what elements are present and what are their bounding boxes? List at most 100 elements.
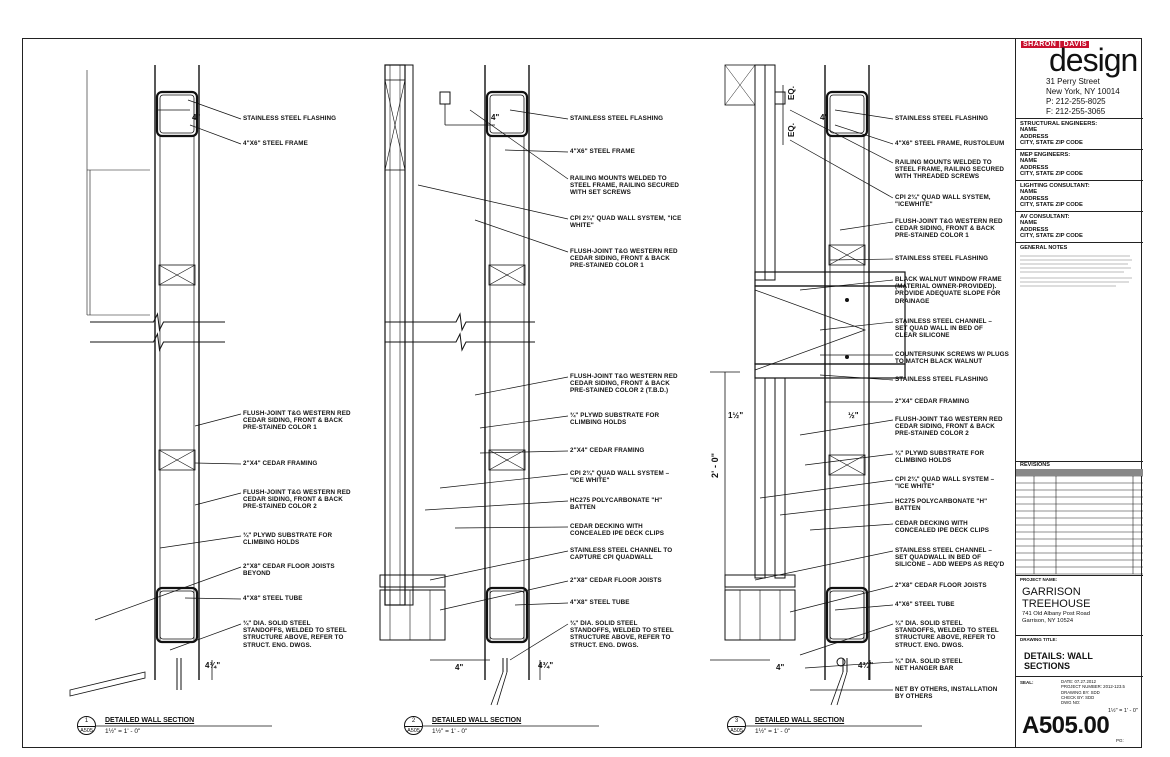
- standoff-rod-bent: [490, 671, 508, 706]
- dimension-label: 4": [455, 663, 464, 672]
- leader-line: [799, 623, 894, 656]
- annotation-note: FLUSH-JOINT T&G WESTERN RED CEDAR SIDING…: [570, 373, 678, 395]
- steel-tube-bottom: [155, 586, 199, 644]
- annotation-note: 2"x4" CEDAR FRAMING: [243, 460, 318, 467]
- blocking-cross: [488, 449, 526, 471]
- dimension-label: 4¾": [538, 661, 554, 670]
- leader-line: [184, 597, 242, 600]
- steel-frame-top-inner: [159, 94, 195, 134]
- leader-line: [429, 550, 569, 581]
- firm-logo-wordmark: design: [1049, 42, 1138, 78]
- section-number: 1: [78, 717, 95, 727]
- adjacent-siding: [764, 64, 776, 281]
- annotation-note: 4"x6" STEEL FRAME: [570, 148, 635, 155]
- leader-line: [819, 321, 894, 331]
- blocking-box: [488, 264, 526, 286]
- annotation-note: 4"x8" STEEL TUBE: [243, 595, 303, 602]
- leader-line: [834, 109, 894, 120]
- leader-line: [187, 99, 242, 120]
- sheet-number: A505.00: [1022, 712, 1110, 739]
- leader-line: [799, 279, 894, 291]
- firm-logo: SHARON | DAVIS design: [1021, 41, 1138, 78]
- general-notes-label: GENERAL NOTES: [1020, 245, 1068, 251]
- cedar-decking: [379, 574, 446, 588]
- title-block: SHARON | DAVIS design 31 Perry Street Ne…: [1015, 38, 1143, 748]
- blocking-cross: [488, 264, 526, 286]
- dimension-label: EQ.: [787, 85, 796, 100]
- annotation-note: RAILING MOUNTS WELDED TO STEEL FRAME, RA…: [570, 175, 680, 197]
- section-sheet-ref: A505: [407, 728, 420, 734]
- leader-line: [809, 523, 894, 531]
- leader-line: [789, 139, 894, 199]
- annotation-note: 2"x4" CEDAR FRAMING: [895, 398, 970, 405]
- annotation-note: STAINLESS STEEL FLASHING: [895, 115, 989, 122]
- leader-line: [474, 219, 569, 253]
- dimension-label: 4": [192, 113, 201, 122]
- leader-line: [194, 462, 242, 465]
- section-title: DETAILED WALL SECTION: [755, 717, 845, 724]
- project-name: GARRISON TREEHOUSE: [1022, 586, 1091, 610]
- window-slope-line: [754, 289, 867, 371]
- blocking-box: [158, 264, 196, 286]
- annotation-note: ¾" PLYWD SUBSTRATE FOR CLIMBING HOLDS: [895, 450, 985, 465]
- annotation-note: NET BY OTHERS, INSTALLATION BY OTHERS: [895, 686, 998, 701]
- section-number: 2: [405, 717, 422, 727]
- section-sheet-ref: A505: [80, 728, 93, 734]
- dimension-label: 4": [491, 113, 500, 122]
- steel-frame-top: [155, 90, 199, 138]
- annotation-note: STAINLESS STEEL FLASHING: [895, 255, 989, 262]
- annotation-note: 4"x6" STEEL FRAME: [243, 140, 308, 147]
- revisions-label: REVISIONS: [1020, 462, 1050, 468]
- annotation-note: 4"x8" STEEL TUBE: [570, 599, 630, 606]
- annotation-note: FLUSH-JOINT T&G WESTERN RED CEDAR SIDING…: [243, 489, 351, 511]
- blocking-cross: [828, 244, 866, 266]
- blocking-cross: [158, 449, 196, 471]
- annotation-note: CEDAR DECKING WITH CONCEALED IPE DECK CL…: [570, 523, 665, 538]
- firm-city: New York, NY 10014: [1046, 87, 1120, 96]
- lower-frame: [774, 377, 786, 579]
- annotation-note: COUNTERSUNK SCREWS W/ PLUGS TO MATCH BLA…: [895, 351, 1009, 366]
- leader-line: [829, 258, 894, 261]
- leader-line: [819, 374, 894, 381]
- adjacent-siding: [404, 64, 414, 606]
- leader-line: [469, 109, 569, 180]
- annotation-note: HC275 POLYCARBONATE "H" BATTEN: [570, 497, 663, 512]
- steel-frame-top-inner: [829, 94, 865, 134]
- standoff-rod-bent: [830, 671, 848, 706]
- section-title: DETAILED WALL SECTION: [105, 717, 195, 724]
- sheet-scale: 1½" = 1' - 0": [1108, 708, 1138, 714]
- annotation-note: STAINLESS STEEL CHANNEL – SET QUADWALL I…: [895, 547, 1005, 569]
- leader-line: [454, 526, 569, 529]
- break-line: [385, 332, 535, 352]
- dimension-label: 4¾": [205, 661, 221, 670]
- adjacent-wall: [384, 64, 406, 606]
- ledge-block: [384, 79, 406, 171]
- leader-line: [759, 479, 894, 499]
- annotation-note: ¾" PLYWD SUBSTRATE FOR CLIMBING HOLDS: [570, 412, 660, 427]
- firm-address: 31 Perry Street New York, NY 10014 P: 21…: [1046, 77, 1120, 117]
- annotation-note: STAINLESS STEEL FLASHING: [570, 115, 664, 122]
- annotation-note: ¾" DIA. SOLID STEEL STANDOFFS, WELDED TO…: [570, 620, 674, 649]
- section-number: 3: [728, 717, 745, 727]
- annotation-note: ¾" PLYWD SUBSTRATE FOR CLIMBING HOLDS: [243, 532, 333, 547]
- annotation-note: 2"x8" CEDAR FLOOR JOISTS BEYOND: [243, 563, 335, 578]
- leader-line: [474, 376, 569, 396]
- annotation-note: 2"x8" CEDAR FLOOR JOISTS: [570, 577, 662, 584]
- leader-line: [194, 413, 242, 427]
- leader-line: [189, 124, 242, 145]
- leader-line: [799, 419, 894, 436]
- leader-line: [839, 221, 894, 231]
- section-title: DETAILED WALL SECTION: [432, 717, 522, 724]
- steel-frame-top: [825, 90, 869, 138]
- firm-street: 31 Perry Street: [1046, 77, 1100, 86]
- steel-tube-bottom: [825, 586, 869, 644]
- climbing-net-bar: [69, 671, 146, 697]
- section-scale: 1½" = 1' - 0": [755, 728, 791, 735]
- annotation-note: RAILING MOUNTS WELDED TO STEEL FRAME, RA…: [895, 159, 1005, 181]
- break-line: [90, 332, 225, 352]
